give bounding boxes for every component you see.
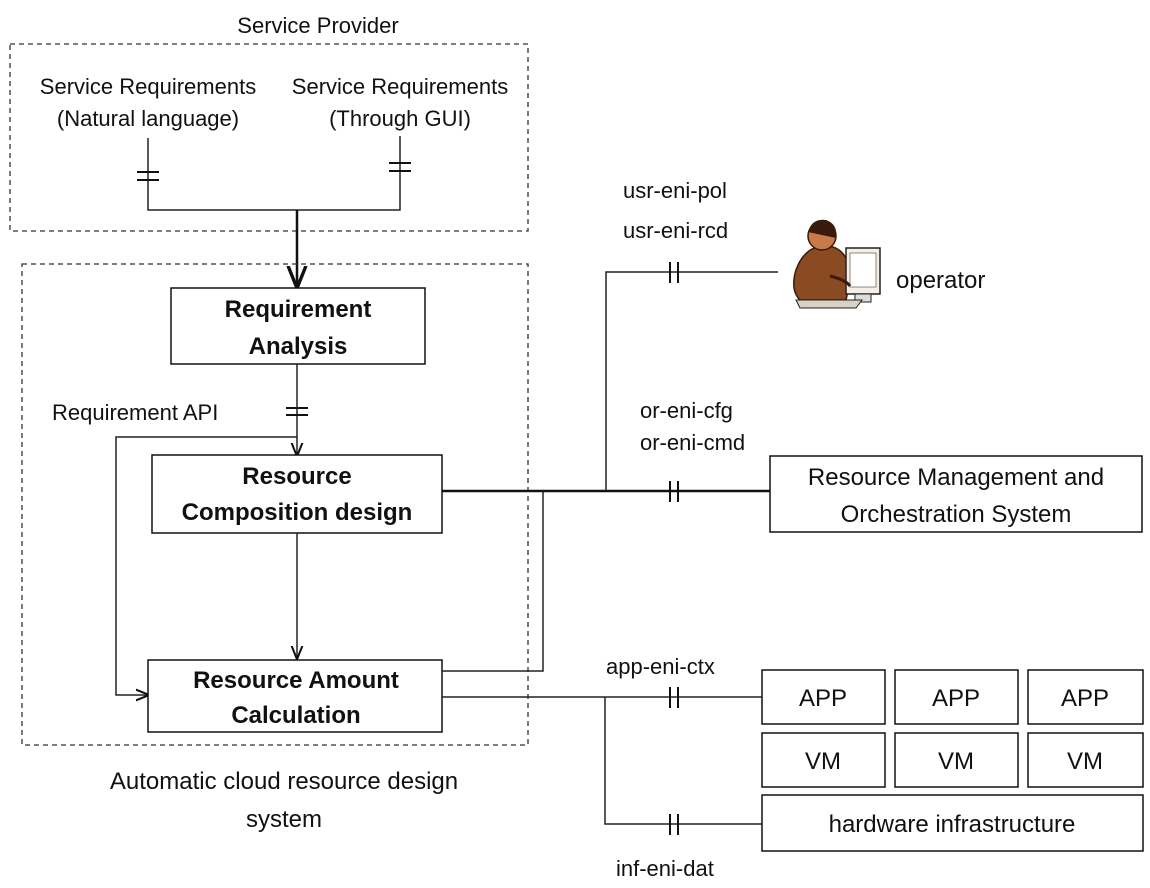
orchestration-box: [769, 455, 1143, 533]
vm-label: VM: [938, 748, 974, 775]
requirement-analysis-box: [170, 287, 426, 365]
operator-person-icon: [793, 219, 881, 309]
vm-label: VM: [805, 748, 841, 775]
vm-box: [761, 732, 886, 788]
composition-design-box: [151, 454, 443, 534]
vm-box: [1027, 732, 1144, 788]
req-natural-line1: Service Requirements: [40, 74, 256, 99]
requirement-analysis-line2: Analysis: [249, 333, 348, 360]
app-box: [761, 669, 886, 725]
or-eni-cmd-label: or-eni-cmd: [640, 430, 745, 455]
usr-eni-pol-label: usr-eni-pol: [623, 178, 727, 203]
req-natural-line2: (Natural language): [57, 106, 239, 131]
hardware-box: [761, 794, 1144, 852]
amount-to-hardware-line: [604, 697, 762, 825]
amount-line2: Calculation: [231, 702, 360, 729]
operator-label: operator: [896, 267, 985, 294]
requirement-api-label: Requirement API: [52, 400, 218, 425]
vm-box: [894, 732, 1019, 788]
amount-line1: Resource Amount: [193, 667, 399, 694]
composition-line2: Composition design: [182, 499, 413, 526]
inf-eni-dat-label: inf-eni-dat: [616, 856, 714, 881]
app-eni-ctx-label: app-eni-ctx: [606, 654, 715, 679]
bus-to-operator-line: [605, 271, 778, 491]
vm-label: VM: [1067, 748, 1103, 775]
app-box: [894, 669, 1019, 725]
composition-line1: Resource: [242, 463, 351, 490]
app-box: [1027, 669, 1144, 725]
service-provider-group: [9, 43, 529, 232]
system-caption-line1: Automatic cloud resource design: [110, 768, 458, 795]
orchestration-line2: Orchestration System: [841, 501, 1072, 528]
req-gui-line2: (Through GUI): [329, 106, 471, 131]
orchestration-line1: Resource Management and: [808, 464, 1104, 491]
hardware-label: hardware infrastructure: [829, 811, 1076, 838]
app-label: APP: [799, 685, 847, 712]
or-eni-cfg-label: or-eni-cfg: [640, 398, 733, 423]
requirement-analysis-line1: Requirement: [225, 296, 372, 323]
provider-connector: [147, 136, 401, 211]
usr-eni-rcd-label: usr-eni-rcd: [623, 218, 728, 243]
amount-calculation-box: [147, 659, 443, 733]
amount-to-bus-line: [442, 491, 544, 672]
req-gui-line1: Service Requirements: [292, 74, 508, 99]
app-label: APP: [1061, 685, 1109, 712]
automatic-system-group: [21, 263, 529, 746]
app-label: APP: [932, 685, 980, 712]
system-caption-line2: system: [246, 806, 322, 833]
service-provider-title: Service Provider: [237, 13, 398, 38]
api-to-amount-arrow: [115, 436, 297, 695]
